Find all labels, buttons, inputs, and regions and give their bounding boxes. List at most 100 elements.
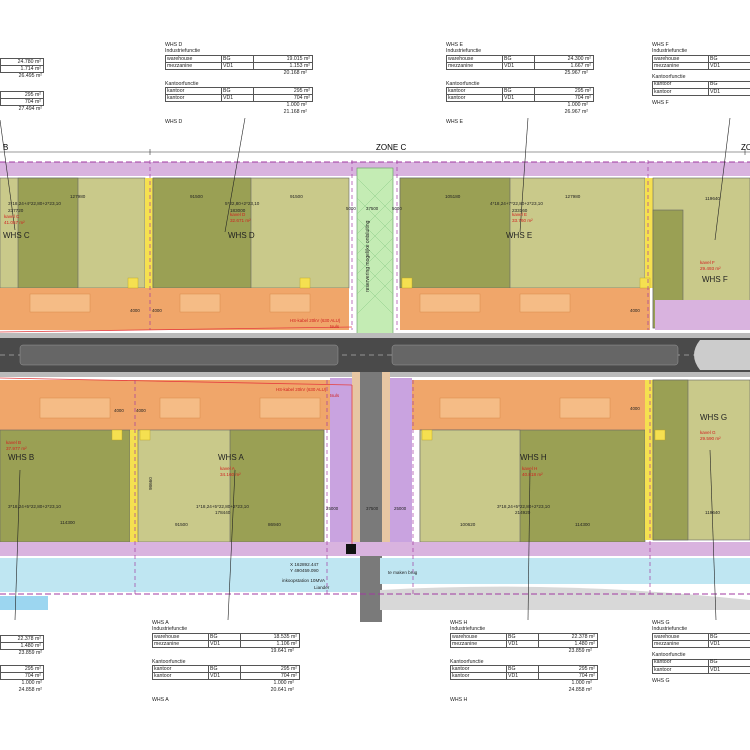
road-median-left [19,344,339,366]
table-total: 1.000 m² [567,102,588,109]
table-cell: 24.780 m² [17,58,41,65]
green-hatch [356,177,394,315]
table-footer: WHS G [652,677,670,684]
table-footer: WHS D [165,119,183,126]
table-subtitle: Kantoorfunctie [652,74,686,81]
dock-boxes-bottom [39,397,611,419]
kavel-area: 41.057 m² [4,220,25,225]
table-cell: BG [502,87,534,95]
building-name: WHS H [520,453,547,462]
table-total: 1.000 m² [21,680,42,687]
dimension-text: 25000 [326,506,339,511]
table-cell: mezzanine [448,62,474,69]
building-name: WHS B [8,453,34,462]
dimension-text: 4000 [630,308,640,313]
table-cell: mezzanine [154,640,180,647]
table-subtitle: Kantoorfunctie [152,658,186,665]
substation-marker [346,544,356,554]
table-cell: warehouse [654,633,680,640]
dimension-text: 114300 [575,522,590,527]
table-cell: VD1 [208,640,240,648]
kavel-area: 29.493 m² [700,266,721,271]
kavel-label: kavel F [700,260,715,265]
table-cell: kantoor [452,665,470,672]
building-name: WHS A [218,453,244,462]
canal-left [0,558,360,592]
table-cell: 704 m² [538,673,597,680]
table-cell: VD1 [221,95,253,102]
dimension-text: 4000 [136,408,146,413]
table-cell: 22.378 m² [538,633,597,641]
table-cell: BG [208,665,240,673]
dimension-text: 4000 [152,308,162,313]
dimension-text: 233160 [512,208,528,213]
cable-corridor [390,378,412,548]
cable-corridor [330,378,352,548]
zone-label-b: B [3,143,8,152]
table-cell: kantoor [167,95,185,102]
road-median-right [391,344,679,366]
table-cell: mezzanine [452,640,478,647]
table-cell: VD1 [708,666,740,674]
sidewalk-top [0,333,750,338]
table-cell: 295 m² [534,87,593,95]
yard-bottom-right [400,380,650,430]
table-cell: mezzanine [167,62,193,69]
table-footer: WHS A [152,697,169,704]
table-cell: kantoor [654,81,672,88]
table-cell: 19.015 m² [253,55,312,63]
dimension-text: 237720 [8,208,24,213]
table-cell: 295 m² [538,665,597,673]
dimension-text: 100620 [460,522,476,527]
office-blocks [111,277,666,441]
dimension-text: 214920 [515,510,531,515]
dock-boxes [29,293,571,313]
table-footer: WHS E [446,119,464,126]
table-cell: 295 m² [240,665,299,673]
dimension-text: 91500 [190,194,203,199]
table-subtitle: Kantoorfunctie [450,658,484,665]
table-cell: BG [502,55,534,63]
cable-label: tsuls [330,393,340,398]
access-road [360,372,382,622]
kavel-area: 29.590 m² [700,436,721,441]
bridge-label: te maken brug [388,570,418,575]
table-cell: BG [208,633,240,641]
building-name: WHS G [700,413,727,422]
table-cell: kantoor [654,88,672,95]
green-reservation-strip [356,167,394,335]
table-cell: 1.714 m² [20,66,41,73]
table-cell: 704 m² [24,98,41,105]
dimension-text: 4000 [630,406,640,411]
coordinate-x: X 162892.447 [290,562,319,567]
table-cell: 704 m² [534,95,593,102]
table-title: WHS H [450,620,468,626]
dimension-text: 5000 [392,206,402,211]
table-total: 1.000 m² [571,680,592,687]
kavel-label: kavel A [220,466,236,471]
dimension-text: 91500 [290,194,303,199]
table-cell: mezzanine [654,62,680,69]
table-cell: warehouse [167,55,193,62]
water-strip [0,596,48,610]
table-title: WHS D [165,42,183,48]
dimension-text: 178440 [215,510,231,515]
table-cell: kantoor [654,659,672,666]
dimension-text: 127980 [565,194,581,199]
